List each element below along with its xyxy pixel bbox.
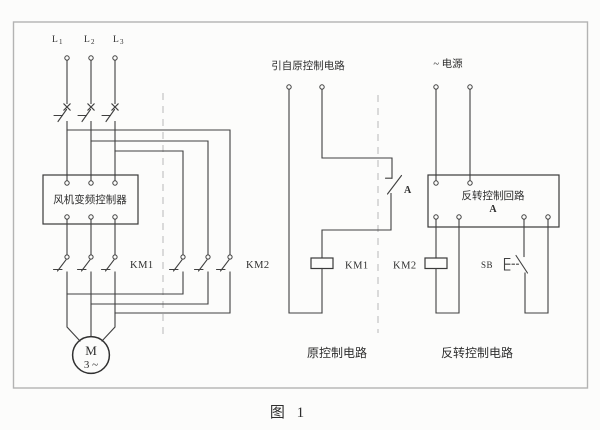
original-circuit-section-label: 原控制电路	[307, 345, 367, 360]
terminal-icon	[64, 55, 70, 61]
a-relay-contact-icon	[384, 174, 403, 195]
vfd-controller-label: 风机变频控制器	[53, 193, 127, 206]
km2-coil-icon	[424, 257, 448, 270]
terminal-icon	[88, 180, 94, 186]
reverse-loop-box-label: 反转控制回路	[462, 189, 525, 202]
phase-l1-sub: 1	[59, 38, 63, 46]
phase-l2-sub: 2	[91, 38, 95, 46]
sb-button-label: SB	[481, 260, 493, 270]
control-right-rail	[321, 88, 393, 179]
km1-contacts-label: KM1	[130, 260, 154, 271]
phase-labels: L 1 L 2 L 3	[52, 35, 124, 46]
terminal-icon	[433, 180, 439, 186]
km1-main-contact-icon	[52, 254, 70, 272]
km1-coil-label: KM1	[345, 261, 369, 272]
motor-lead-wires	[66, 271, 116, 342]
disconnect-switch-icon	[53, 103, 71, 123]
km2-main-contact-icon	[168, 254, 186, 272]
km2-coil-label: KM2	[393, 261, 417, 272]
phase-l1-label: L	[52, 35, 58, 45]
phase-supply-wires	[66, 59, 116, 105]
km2-coil-return-wire	[435, 218, 460, 314]
control-left-rail	[288, 88, 323, 314]
phase-l3-label: L	[113, 35, 119, 45]
ac-power-label: ~ 电源	[433, 57, 463, 70]
terminal-icon	[433, 214, 439, 220]
km1-main-contact-icon	[76, 254, 94, 272]
reverse-loop-box-sublabel: A	[489, 204, 497, 215]
terminal-icon	[112, 214, 118, 220]
controller-output-wires	[66, 218, 116, 256]
diagram-border	[12, 21, 589, 389]
km2-main-contact-icon	[193, 254, 211, 272]
main-power-section: L 1 L 2 L 3 风机变频控制器	[42, 35, 270, 375]
terminal-icon	[64, 180, 70, 186]
reverse-circuit-section-label: 反转控制电路	[441, 345, 513, 360]
terminal-icon	[286, 84, 292, 90]
km2-main-contact-icon	[215, 254, 233, 272]
reverse-control-section: ~ 电源 反转控制回路 A KM2 SB 反转控制电路	[393, 57, 560, 360]
km2-contacts-label: KM2	[246, 260, 270, 271]
terminal-icon	[64, 214, 70, 220]
disconnect-switch-icon	[101, 103, 119, 123]
original-control-section: 引自原控制电路 A KM1 原控制电路	[271, 59, 412, 360]
terminal-icon	[319, 84, 325, 90]
push-button-icon	[503, 254, 529, 274]
motor-letter: M	[85, 343, 97, 358]
terminal-icon	[456, 214, 462, 220]
reverse-loop-box	[427, 174, 560, 228]
terminal-icon	[545, 214, 551, 220]
reverse-power-wires	[435, 88, 471, 182]
figure-caption: 图 1	[270, 404, 308, 421]
control-source-label: 引自原控制电路	[271, 59, 345, 72]
terminal-icon	[467, 180, 473, 186]
motor-phase-label: 3 ~	[84, 359, 98, 371]
terminal-icon	[467, 84, 473, 90]
motor-icon: M 3 ~	[71, 335, 111, 375]
terminal-icon	[433, 84, 439, 90]
terminal-icon	[88, 214, 94, 220]
phase-l2-label: L	[84, 35, 90, 45]
terminal-icon	[521, 214, 527, 220]
bypass-crossover-wires-bottom	[66, 271, 231, 314]
a-contact-output-wire	[321, 192, 392, 259]
phase-l3-sub: 3	[120, 38, 124, 46]
terminal-icon	[112, 180, 118, 186]
a-contact-label: A	[404, 185, 412, 196]
disconnect-switch-icon	[77, 103, 95, 123]
terminal-icon	[88, 55, 94, 61]
km1-coil-icon	[310, 257, 334, 270]
sb-return-wire	[524, 218, 549, 314]
terminal-icon	[112, 55, 118, 61]
km1-main-contact-icon	[100, 254, 118, 272]
bypass-crossover-wires-top	[66, 129, 231, 256]
